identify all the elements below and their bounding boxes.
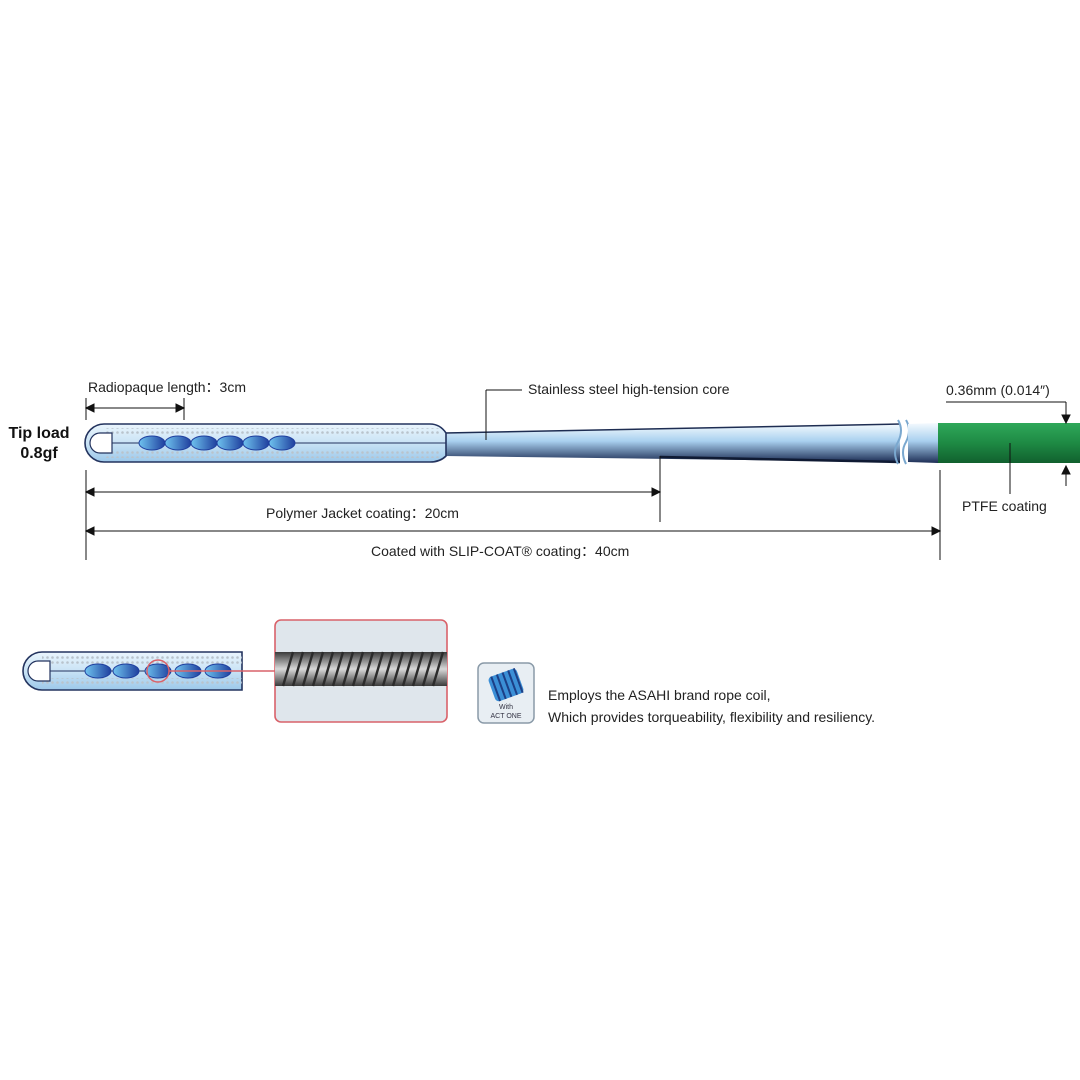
core-label: Stainless steel high-tension core: [528, 381, 730, 397]
tip-load-value: 0.8gf: [20, 445, 58, 462]
ptfe-section: [938, 423, 1080, 463]
feature-description: Employs the ASAHI brand rope coil, Which…: [548, 684, 875, 728]
break-mark: [894, 419, 902, 465]
dimension-lines: [84, 389, 1071, 560]
coil-icon: [488, 667, 524, 702]
polymer-jacket-label: Polymer Jacket coating：20cm: [266, 505, 459, 521]
feature-line-2: Which provides torqueability, flexibilit…: [548, 709, 876, 725]
act-one-badge: With ACT ONE: [477, 662, 535, 724]
badge-line2: ACT ONE: [491, 713, 522, 720]
rope-coil-zoom-inset: [274, 619, 448, 723]
guidewire-body: [84, 419, 1080, 465]
slip-coat-label: Coated with SLIP-COAT® coating：40cm: [371, 543, 630, 559]
rope-coil-detail-wire: [22, 651, 275, 691]
tip-load-title: Tip load: [8, 425, 70, 442]
rope-coil: [138, 435, 296, 451]
core-shaft: [445, 424, 900, 462]
badge-line1: With: [499, 704, 513, 711]
diameter-label: 0.36mm (0.014″): [946, 382, 1050, 398]
tip-load-label: Tip load 0.8gf: [2, 424, 76, 464]
radiopaque-length-label: Radiopaque length：3cm: [88, 379, 246, 395]
ptfe-coating-label: PTFE coating: [962, 498, 1047, 514]
tip-bulb: [89, 432, 113, 454]
feature-line-1: Employs the ASAHI brand rope coil,: [548, 687, 771, 703]
